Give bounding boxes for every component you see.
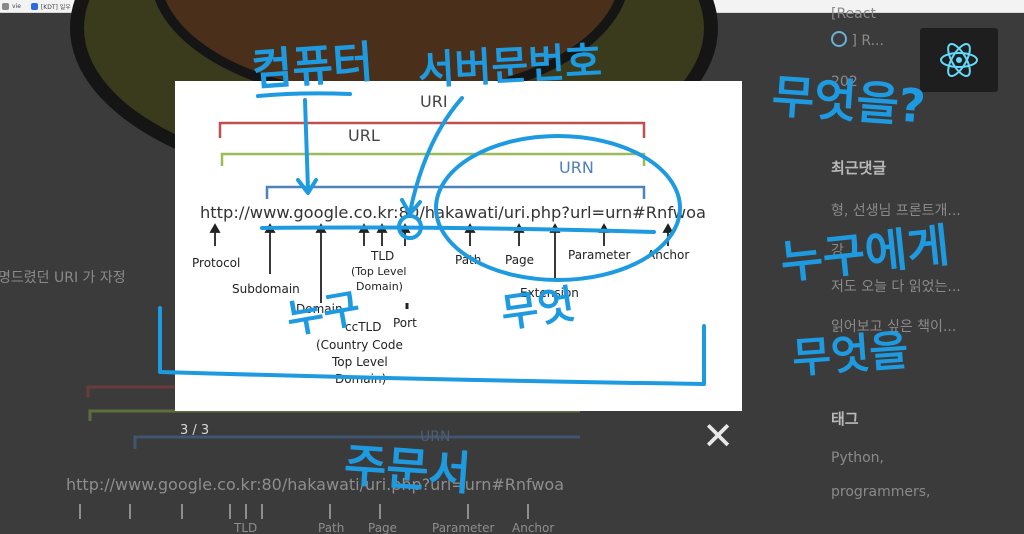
bg-urn-label: URN <box>420 429 450 445</box>
uri-label: URI <box>420 92 448 111</box>
bg-page-label: Page <box>368 521 397 534</box>
bookmark-item[interactable]: [KDT] 일우 위문첩... <box>30 2 95 11</box>
tld-full-line1: (Top Level <box>351 265 406 278</box>
domain-label: Domain <box>296 302 343 316</box>
related-post-thumbnail[interactable] <box>920 28 998 92</box>
path-label: Path <box>455 253 481 267</box>
bg-url-text: http://www.google.co.kr:80/hakawati/uri.… <box>66 475 564 494</box>
react-logo-icon <box>940 43 978 77</box>
cctld-full-line3: Domain) <box>335 372 386 386</box>
comment-item-partial: 강 <box>831 243 844 259</box>
tag-programmers[interactable]: programmers, <box>831 484 931 500</box>
extension-label: Extension <box>520 286 579 300</box>
subdomain-label: Subdomain <box>232 282 300 296</box>
bookmark-label: vie <box>12 2 21 10</box>
bg-path-label: Path <box>318 521 344 534</box>
image-counter: 3 / 3 <box>180 423 210 438</box>
bookmark-label: [KDT] 일우 위문첩... <box>40 3 95 11</box>
bg-anchor-label: Anchor <box>512 521 554 534</box>
url-example-text: http://www.google.co.kr:80/hakawati/uri.… <box>200 203 706 222</box>
urn-label: URN <box>559 158 594 177</box>
url-label: URL <box>348 126 380 145</box>
bookmark-item[interactable]: vie <box>2 2 21 10</box>
react-icon <box>831 31 847 47</box>
recent-comments-heading: 최근댓글 <box>831 159 887 177</box>
comment-item-1[interactable]: 형, 선생님 프론트개... <box>831 203 961 219</box>
comment-item-2[interactable]: 저도 오늘 다 읽었는... <box>831 279 961 295</box>
bg-parameter-label: Parameter <box>432 521 494 534</box>
parameter-label: Parameter <box>568 248 630 262</box>
related-post-subtitle[interactable]: ] R... <box>831 31 884 49</box>
anchor-label: Anchor <box>647 248 689 262</box>
bookmark-favicon-icon <box>30 2 38 10</box>
bg-tld-label: TLD <box>233 521 257 534</box>
comment-item-3[interactable]: 읽어보고 싶은 책이... <box>831 319 957 335</box>
protocol-label: Protocol <box>192 256 240 270</box>
post-body-text: 명드렸던 URI 가 자정 <box>0 270 126 286</box>
cctld-label: ccTLD <box>345 320 381 334</box>
tld-full-line2: Domain) <box>356 280 403 293</box>
cctld-full-line2: Top Level <box>331 355 388 369</box>
port-label: Port <box>393 316 417 330</box>
cctld-full-line1: (Country Code <box>316 338 403 352</box>
tags-heading: 태그 <box>831 410 859 428</box>
related-post-title[interactable]: [React <box>831 6 876 22</box>
related-post-year: 202 <box>831 74 858 90</box>
tag-python[interactable]: Python, <box>831 450 884 466</box>
urn-bracket <box>265 185 646 199</box>
uri-bracket <box>218 121 646 138</box>
close-icon[interactable]: ✕ <box>702 414 734 458</box>
image-lightbox[interactable]: URI URL URN http://www.google.co.kr:80/h… <box>175 81 742 411</box>
tld-label: TLD <box>370 249 394 263</box>
uri-url-urn-diagram: URI URL URN http://www.google.co.kr:80/h… <box>192 92 706 386</box>
bookmark-favicon-icon <box>2 2 9 10</box>
page-label: Page <box>505 253 534 267</box>
